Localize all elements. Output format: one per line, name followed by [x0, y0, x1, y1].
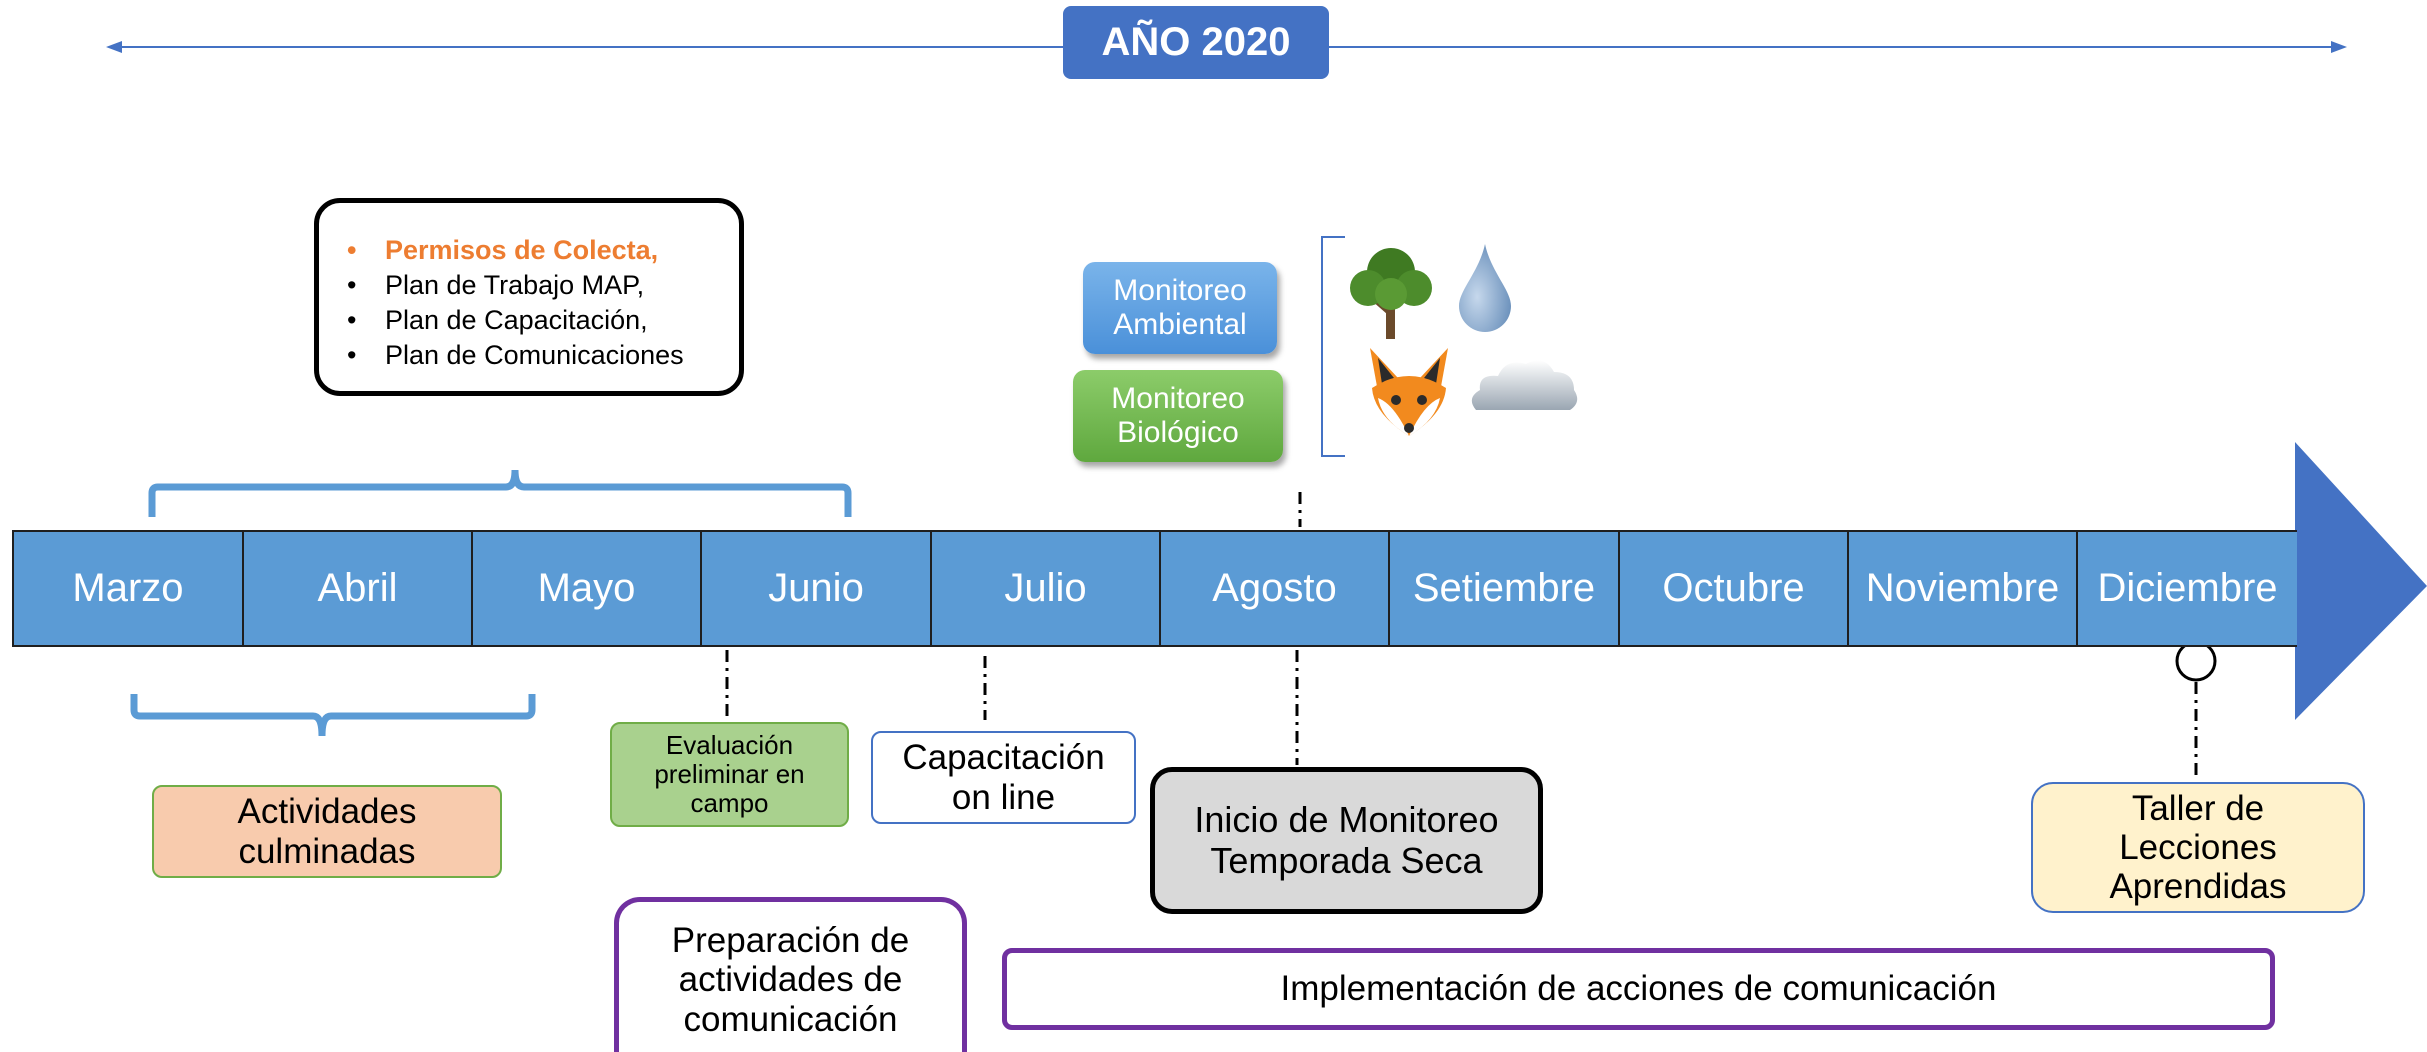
monitoreo-ambiental-tag: Monitoreo Ambiental: [1083, 262, 1277, 354]
month-agosto: Agosto: [1159, 530, 1390, 647]
dashed-connectors: [725, 492, 2198, 780]
month-marzo: Marzo: [12, 530, 244, 647]
preparacion-comunicacion-box: Preparación de actividades de comunicaci…: [614, 897, 967, 1052]
water-drop-icon: [1459, 244, 1511, 332]
monitoreo-biologico-tag: Monitoreo Biológico: [1073, 370, 1283, 462]
taller-lecciones-box: Taller de Lecciones Aprendidas: [2031, 782, 2365, 913]
permisos-item-colecta: Permisos de Colecta,: [347, 233, 739, 268]
fox-icon: [1370, 348, 1448, 436]
permisos-item-trabajo: Plan de Trabajo MAP,: [347, 268, 739, 303]
capacitacion-online-box: Capacitación on line: [871, 731, 1136, 824]
permisos-box: Permisos de Colecta, Plan de Trabajo MAP…: [314, 198, 744, 396]
actividades-brace: [130, 694, 536, 737]
taller-marker: [2175, 640, 2217, 682]
monitoring-bracket: [1321, 236, 1345, 457]
month-setiembre: Setiembre: [1388, 530, 1620, 647]
permisos-item-capacitacion: Plan de Capacitación,: [347, 303, 739, 338]
month-noviembre: Noviembre: [1847, 530, 2078, 647]
permisos-list: Permisos de Colecta, Plan de Trabajo MAP…: [347, 233, 739, 373]
inicio-monitoreo-box: Inicio de Monitoreo Temporada Seca: [1150, 767, 1543, 914]
timeline-arrowhead: [2295, 442, 2427, 720]
month-julio: Julio: [930, 530, 1161, 647]
cloud-icon: [1471, 360, 1578, 410]
implementacion-comunicacion-box: Implementación de acciones de comunicaci…: [1002, 948, 2275, 1030]
month-diciembre: Diciembre: [2076, 530, 2297, 647]
month-octubre: Octubre: [1618, 530, 1849, 647]
evaluacion-preliminar-box: Evaluación preliminar en campo: [610, 722, 849, 827]
month-mayo: Mayo: [471, 530, 702, 647]
month-junio: Junio: [700, 530, 932, 647]
year-span-arrow: [106, 41, 2347, 53]
month-abril: Abril: [242, 530, 473, 647]
permisos-item-comunicaciones: Plan de Comunicaciones: [347, 338, 739, 373]
tree-icon: [1350, 248, 1432, 339]
year-badge: AÑO 2020: [1063, 6, 1329, 79]
permisos-brace: [148, 469, 852, 517]
actividades-culminadas-box: Actividades culminadas: [152, 785, 502, 878]
